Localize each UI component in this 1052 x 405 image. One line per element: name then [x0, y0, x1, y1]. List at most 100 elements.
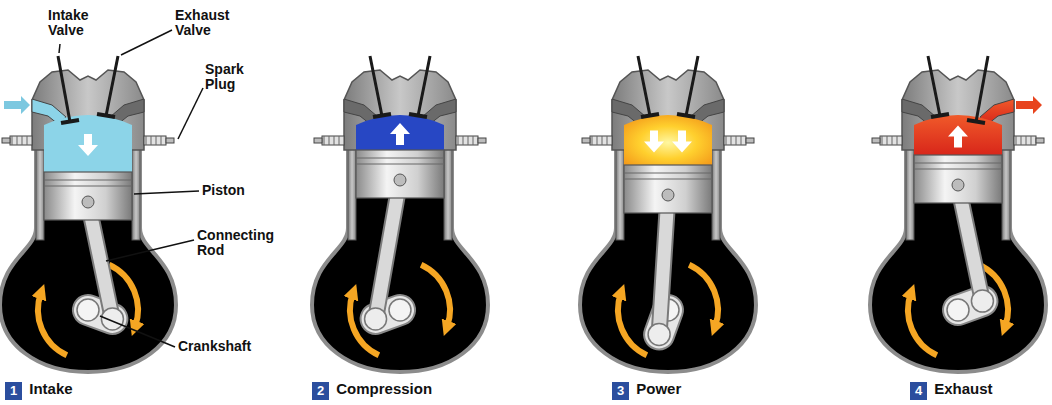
spark-plug-thread: [463, 136, 464, 145]
spark-plug-symbol: [582, 136, 612, 145]
piston: [624, 165, 712, 213]
cylinder-wall: [712, 140, 720, 240]
spark-plug-thread: [334, 136, 335, 145]
rotation-arrow: [38, 293, 67, 355]
leader-line: [100, 316, 175, 347]
connecting-rod: [659, 195, 668, 334]
engine-figure: [312, 56, 488, 372]
spark-plug-thread: [161, 136, 162, 145]
spark-plug-symbol: [724, 136, 754, 145]
spark-plug-thread: [1016, 136, 1017, 145]
exhaust-valve-head: [677, 114, 695, 117]
intake-valve: [928, 56, 940, 116]
connecting-rod: [376, 180, 400, 319]
spark-plug-terminal: [872, 138, 880, 143]
spark-plug-terminal: [582, 138, 590, 143]
spark-plug-terminal: [1036, 138, 1044, 143]
spark-plug-symbol: [314, 136, 344, 145]
spark-plug-symbol: [144, 136, 174, 145]
exhaust-valve: [976, 56, 988, 122]
rotation-arrow: [421, 265, 450, 327]
step-number: 4: [915, 383, 922, 399]
spark-plug-thread: [156, 136, 157, 145]
spark-plug-thread: [882, 136, 883, 145]
engine-figure: [870, 56, 1046, 372]
intake-valve-head: [931, 114, 949, 117]
spark-plug-thread: [741, 136, 742, 145]
spark-plug-symbol: [2, 136, 32, 145]
spark-plug-body: [10, 136, 32, 145]
cylinder-wall: [906, 140, 914, 240]
spark-plug-body: [144, 136, 166, 145]
spark-plug-thread: [17, 136, 18, 145]
spark-plug-thread: [1026, 136, 1027, 145]
step-badge: 4: [910, 382, 927, 400]
spark-plug-symbol: [1014, 136, 1044, 145]
stroke-name: Compression: [336, 381, 432, 398]
spark-plug-thread: [12, 136, 13, 145]
step-badge: 1: [5, 382, 22, 400]
spark-plug-thread: [1021, 136, 1022, 145]
exhaust-flow-arrow: [1016, 96, 1042, 114]
piston-ring: [44, 186, 132, 187]
piston-ring: [44, 180, 132, 181]
leader-line: [178, 88, 203, 139]
spark-plug-body: [1014, 136, 1036, 145]
spark-plug-thread: [473, 136, 474, 145]
spark-plug-thread: [602, 136, 603, 145]
piston-ring: [914, 169, 1002, 170]
spark-plug-thread: [892, 136, 893, 145]
spark-plug-terminal: [166, 138, 174, 143]
intake-valve-head: [373, 114, 391, 117]
step-badge: 3: [612, 382, 629, 400]
spark-plug-thread: [731, 136, 732, 145]
spark-plug-thread: [897, 136, 898, 145]
spark-plug-thread: [1031, 136, 1032, 145]
connecting-rod: [376, 180, 400, 319]
spark-plug-thread: [726, 136, 727, 145]
rotation-arrow: [908, 293, 937, 355]
leader-line: [121, 30, 172, 55]
part-label: Crankshaft: [178, 339, 251, 354]
piston: [914, 155, 1002, 203]
piston-ring: [624, 179, 712, 180]
spark-plug-body: [322, 136, 344, 145]
chamber-gas: [624, 115, 712, 165]
spark-plug-body: [456, 136, 478, 145]
piston-ring: [356, 164, 444, 165]
cylinder-wall: [444, 140, 452, 240]
cylinder-wall: [616, 140, 624, 240]
rotation-arrow: [618, 293, 647, 355]
spark-plug-thread: [458, 136, 459, 145]
spark-plug-thread: [146, 136, 147, 145]
leader-line: [134, 191, 199, 194]
crankshaft-hub: [77, 299, 99, 321]
part-label: Spark Plug: [205, 62, 257, 93]
part-label: Piston: [202, 183, 245, 198]
connecting-rod: [659, 195, 668, 334]
motion-arrow: [672, 131, 692, 153]
spark-plug-body: [724, 136, 746, 145]
spark-plug-terminal: [314, 138, 322, 143]
motion-arrow: [390, 123, 410, 145]
piston-pin: [952, 179, 964, 191]
crankshaft-hub: [389, 299, 411, 321]
spark-plug-body: [590, 136, 612, 145]
spark-plug-thread: [27, 136, 28, 145]
spark-plug-terminal: [746, 138, 754, 143]
cylinder-wall: [348, 140, 356, 240]
leader-line: [59, 44, 60, 53]
piston-pin: [82, 196, 94, 208]
leader-line: [106, 240, 194, 261]
exhaust-valve-head: [409, 114, 427, 117]
intake-flow-arrow: [4, 96, 30, 114]
cylinder-wall: [1002, 140, 1010, 240]
spark-plug-thread: [468, 136, 469, 145]
spark-plug-thread: [151, 136, 152, 145]
intake-valve: [638, 56, 650, 116]
crankcase: [312, 150, 488, 372]
intake-valve-head: [61, 120, 79, 123]
piston-ring: [356, 158, 444, 159]
